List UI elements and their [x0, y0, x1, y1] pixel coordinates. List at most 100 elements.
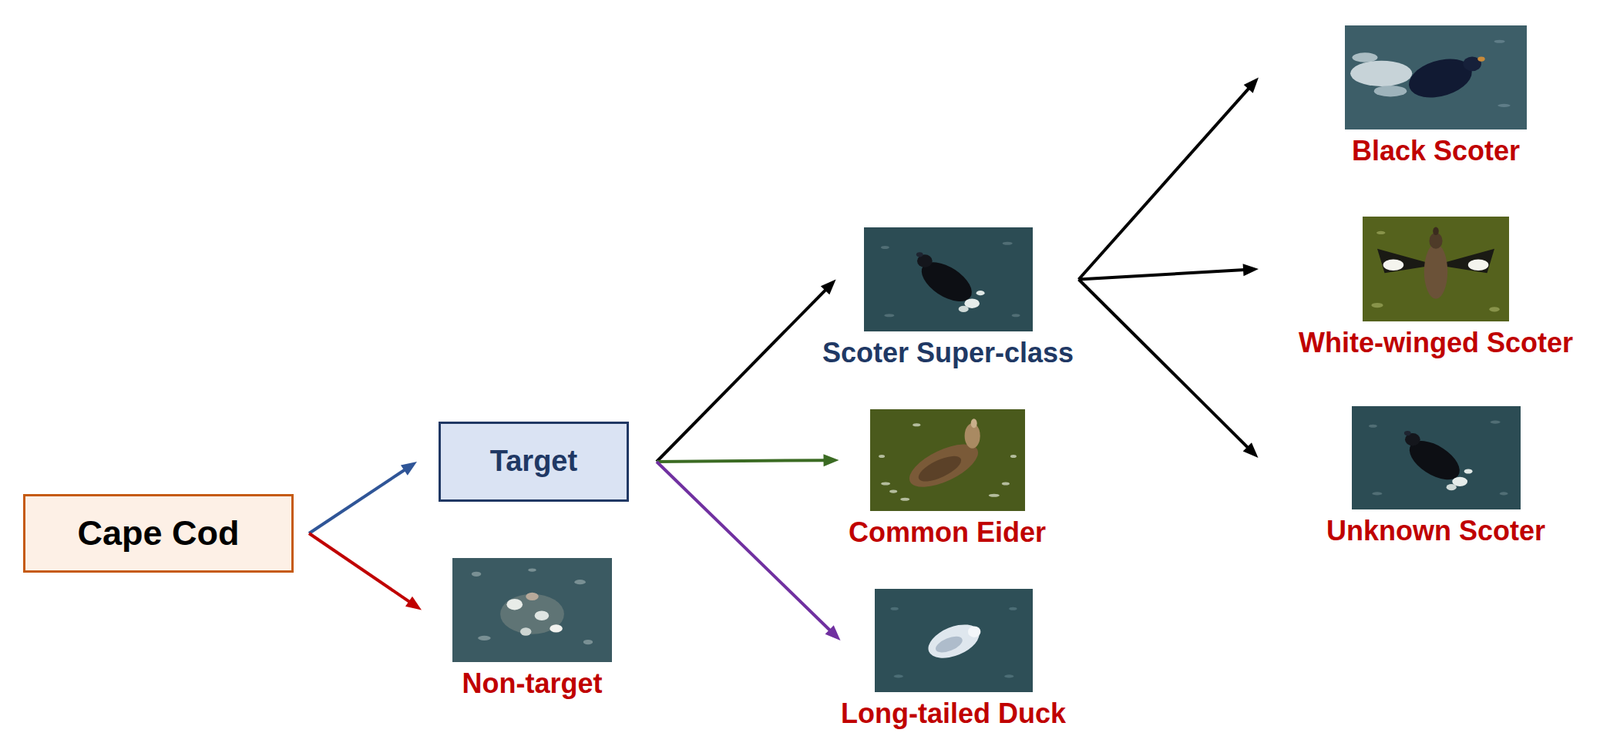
bird-photo [863, 227, 1033, 332]
water-glint [1008, 607, 1017, 611]
water-glint [880, 481, 891, 485]
arrow-head [820, 279, 837, 296]
bird-body [1401, 433, 1467, 488]
water-glint [1001, 242, 1012, 246]
water-glint [477, 635, 491, 641]
white-blob [520, 627, 532, 636]
bird-bill [1403, 430, 1411, 436]
water-glint [889, 490, 898, 494]
water-glint [1497, 104, 1511, 108]
water-glint [1489, 306, 1500, 312]
connector-line [1078, 87, 1250, 280]
water-glint [900, 497, 910, 501]
connector-line [1078, 279, 1249, 449]
water-glint [893, 674, 903, 678]
arrow-connector [1078, 263, 1259, 279]
water-glint [574, 579, 585, 585]
arrow-connector [1078, 279, 1259, 459]
bird-illustration [874, 588, 1033, 693]
white-splash [1351, 52, 1378, 62]
water-glint [527, 568, 536, 572]
photo-node: Long-tailed Duck [840, 588, 1066, 730]
connector-line [656, 461, 831, 631]
photo-node: Scoter Super-class [822, 227, 1074, 369]
white-splash [1445, 484, 1456, 491]
bird-photo [1344, 25, 1527, 130]
class-label: Long-tailed Duck [840, 698, 1066, 730]
white-blob [549, 624, 563, 632]
arrow-connector [656, 461, 841, 641]
water-ground [863, 227, 1033, 332]
white-splash [1463, 468, 1473, 474]
photo-node: Common Eider [848, 409, 1046, 548]
water-glint [1371, 302, 1383, 308]
bird-photo [870, 409, 1026, 511]
water-glint [1368, 424, 1377, 428]
arrow-connector [656, 279, 837, 463]
water-glint [1376, 231, 1385, 235]
bird-illustration [1362, 216, 1510, 322]
water-glint [1011, 313, 1020, 317]
water-glint [884, 313, 895, 317]
bird-body [1424, 244, 1448, 300]
water-glint [912, 423, 921, 427]
arrow-connector [309, 533, 422, 611]
connector-line [309, 469, 406, 534]
bird-body [914, 254, 979, 310]
arrow-head [825, 625, 841, 641]
connector-line [309, 533, 411, 602]
water-glint [1001, 481, 1009, 485]
bird-bill [970, 418, 977, 428]
bird-bill [915, 252, 923, 257]
wing-patch [1383, 258, 1405, 271]
water-glint [890, 607, 898, 611]
water-ground [1351, 406, 1521, 510]
water-glint [1494, 40, 1506, 44]
bird-back [914, 450, 965, 487]
water-glint [1499, 491, 1508, 495]
water-glint [1004, 674, 1014, 678]
water-glint [583, 639, 593, 645]
connector-line [656, 460, 826, 462]
white-splash [975, 290, 985, 296]
wing-patch [1468, 258, 1490, 271]
water-ground [874, 588, 1033, 693]
bird-photo [452, 557, 612, 663]
connector-line [1078, 269, 1245, 279]
process-box: Target [438, 421, 629, 502]
bird-body [923, 618, 984, 666]
bird-photo [874, 588, 1033, 693]
bird-photo [1351, 406, 1521, 510]
water-glint [1371, 491, 1382, 495]
arrow-head [1243, 263, 1259, 276]
arrow-head [400, 461, 417, 476]
box-label: Target [490, 444, 578, 479]
water-glint [878, 454, 885, 458]
photo-node: White-winged Scoter [1298, 216, 1574, 359]
class-label: Unknown Scoter [1326, 515, 1546, 547]
bird-bill [1477, 57, 1485, 62]
white-blob [534, 611, 550, 621]
bird-illustration [1344, 25, 1527, 130]
arrow-head [1243, 442, 1259, 458]
arrow-connector [309, 461, 417, 534]
photo-node: Unknown Scoter [1326, 406, 1546, 547]
water-glint [1489, 420, 1500, 424]
bird-bill [1432, 227, 1439, 236]
connector-line [656, 289, 827, 462]
arrow-head [823, 453, 839, 467]
bird-illustration [863, 227, 1033, 332]
water-glint [471, 571, 481, 577]
photo-node: Non-target [452, 557, 612, 700]
white-splash [1350, 60, 1412, 87]
class-label: Common Eider [848, 517, 1046, 548]
white-splash [1374, 85, 1407, 98]
bird-photo [1362, 216, 1510, 322]
brown-blob [525, 592, 539, 601]
water-glint [1009, 454, 1016, 458]
arrow-connector [1078, 77, 1259, 280]
class-label: Scoter Super-class [822, 337, 1074, 369]
water-glint [988, 494, 999, 498]
photo-node: Black Scoter [1344, 25, 1527, 167]
